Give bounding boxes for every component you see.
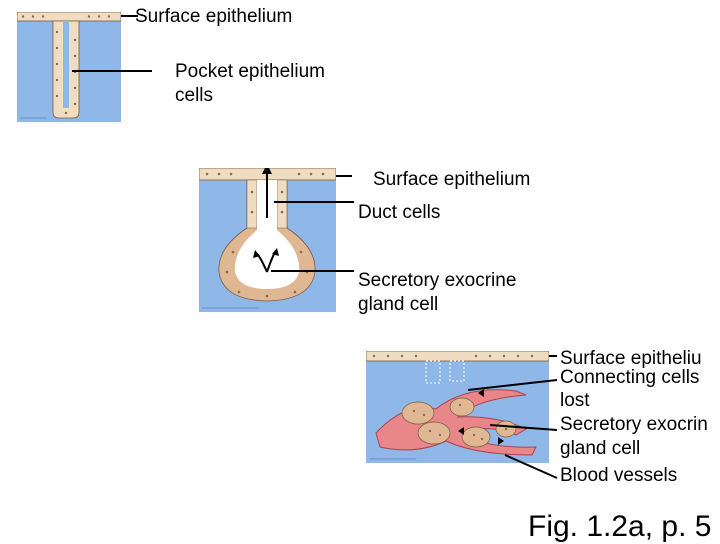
label-endocrine-secretory-2: gland cell <box>560 438 641 459</box>
pocket-epithelium-illustration <box>17 12 121 122</box>
label-secretory-gland-cell-1: Secretory exocrine <box>358 270 517 291</box>
panel-endocrine-gland <box>366 351 549 463</box>
label-connecting-cells-lost-1: Connecting cells <box>560 367 700 388</box>
label-gland-surface-epithelium: Surface epithelium <box>373 169 531 190</box>
leader-pocket-surface <box>121 15 138 17</box>
panel-exocrine-gland <box>199 168 336 312</box>
label-pocket-surface-epithelium: Surface epithelium <box>135 6 293 27</box>
endocrine-gland-illustration <box>366 351 549 463</box>
leader-endocrine-surface <box>549 355 557 357</box>
label-endocrine-secretory-1: Secretory exocrin <box>560 414 708 435</box>
leader-pocket-cells <box>72 70 152 72</box>
label-secretory-gland-cell-2: gland cell <box>358 294 439 315</box>
label-pocket-epithelium-cells-2: cells <box>175 85 214 106</box>
label-endocrine-surface-epithelium: Surface epitheliu <box>560 348 702 369</box>
leader-gland-secretory <box>271 270 354 272</box>
label-duct-cells: Duct cells <box>358 202 441 223</box>
figure-caption: Fig. 1.2a, p. 5 <box>528 510 712 543</box>
label-connecting-cells-lost-2: lost <box>560 390 590 411</box>
panel-pocket-epithelium <box>17 12 121 122</box>
label-blood-vessels: Blood vessels <box>560 465 678 486</box>
leader-gland-duct <box>274 201 354 203</box>
label-pocket-epithelium-cells-1: Pocket epithelium <box>175 61 325 82</box>
leader-gland-surface <box>336 175 352 177</box>
exocrine-gland-illustration <box>199 168 336 312</box>
